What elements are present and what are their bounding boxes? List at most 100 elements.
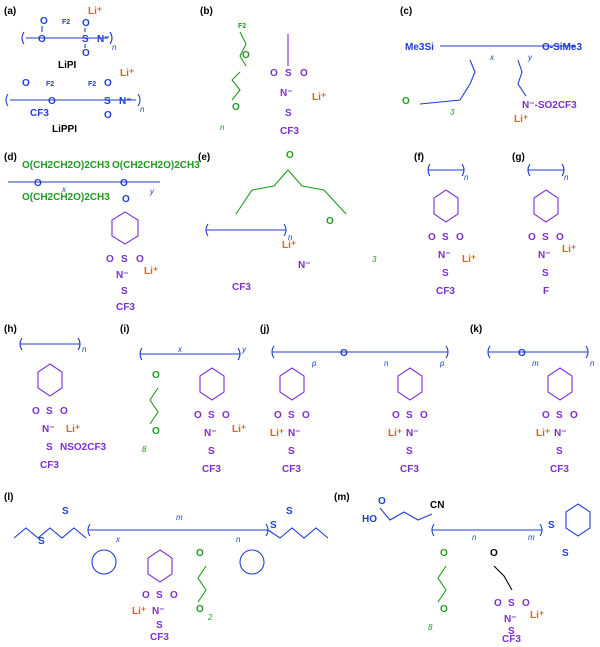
styrene-backbone (427, 163, 465, 177)
f2-label-2: F2 (88, 81, 96, 88)
triflimide-group: N⁻-SO2CF3 (522, 100, 577, 111)
repeat-m: m (532, 359, 539, 368)
imide-nitrogen-right: N⁻ (406, 428, 419, 439)
urea-oxygen: O (286, 150, 294, 161)
imide-nitrogen: N⁻ (280, 88, 293, 99)
repeat-n: n (112, 43, 117, 52)
repeat-x: x (177, 345, 183, 354)
panel-d: (d) O(CH2CH2O)2CH3 O(CH2CH2O)2CH3 O O x … (4, 152, 200, 313)
sulfur-atom: S (46, 406, 53, 417)
cf3-group: CF3 (550, 464, 569, 475)
sulfur-atom: S (156, 590, 163, 601)
repeat-n: n (464, 173, 469, 182)
repeat-n: n (564, 173, 569, 182)
panel-f: (f) n O S O N⁻ Li⁺ S CF3 (414, 152, 476, 297)
repeat-8: 8 (428, 623, 433, 632)
repeat-n: n (590, 359, 595, 368)
cf3-group: CF3 (502, 634, 521, 642)
imide-nitrogen: N⁻ (204, 428, 217, 439)
sulfur-atom: S (121, 254, 128, 265)
raft-end-right (267, 527, 329, 539)
phosphorus-2: O (120, 178, 128, 189)
phenyl-ring-right (239, 549, 265, 575)
lithium-ion: Li⁺ (530, 610, 544, 621)
panel-label-b: (b) (200, 6, 213, 17)
panel-label-a: (a) (4, 6, 16, 17)
peo-oxygen: O (196, 604, 204, 615)
peo-side-chain (437, 565, 447, 603)
panel-k: (k) O m n O S O Li⁺ N⁻ S CF3 (470, 324, 595, 475)
sulfonyl-oxygen-right: O (170, 590, 178, 601)
imide-nitrogen: N⁻ (554, 428, 567, 439)
copolymer-backbone (431, 523, 543, 537)
sulfonyl-oxygen-left: O (542, 410, 550, 421)
copolymer-backbone (139, 347, 241, 361)
sulfonyl-oxygen-right: O (136, 254, 144, 265)
ester-oxygen: O (440, 548, 448, 559)
ester-oxygen: O (152, 370, 160, 381)
panel-label-h: (h) (4, 324, 17, 335)
triflimide-group: NSO2CF3 (60, 442, 107, 453)
repeat-x: x (61, 185, 67, 194)
imide-nitrogen: N⁻ (116, 270, 129, 281)
repeat-y: y (527, 53, 533, 62)
cyano-group: CN (430, 500, 444, 511)
sulfur-atom-2: S (542, 268, 549, 279)
sulfur-atom: S (104, 96, 111, 107)
sulfonyl-oxygen-left: O (106, 254, 114, 265)
sulfonyl-oxygen-right: O (60, 406, 68, 417)
sulfur-atom: S (442, 232, 449, 243)
imide-nitrogen: N⁻ (438, 250, 451, 261)
benzene-ring-right (397, 367, 423, 401)
repeat-n: n (288, 233, 293, 242)
ester-oxygen-2: O (490, 548, 498, 559)
benzene-ring (433, 189, 459, 223)
imide-nitrogen: N⁻ (42, 424, 55, 435)
sulfur-atom-l1: S (288, 410, 295, 421)
spacer-chain (419, 59, 476, 105)
sulfonyl-oxygen-r1: O (392, 410, 400, 421)
sulfonyl-oxygen-right: O (522, 598, 530, 609)
panel-a: (a) Li⁺ O F2 O O S N⁻ O n LiPI Li⁺ O F2 … (4, 6, 145, 135)
lithium-ion: Li⁺ (120, 68, 134, 79)
sulfur-atom: S (542, 232, 549, 243)
sulfonyl-oxygen-right: O (570, 410, 578, 421)
sulfonyl-oxygen-left: O (528, 232, 536, 243)
cf3-group-left: CF3 (282, 464, 301, 475)
raft-end-left (13, 527, 87, 539)
benzene-ring (533, 189, 559, 223)
sulfur-atom-2: S (556, 446, 563, 457)
lithium-ion: Li⁺ (562, 244, 576, 255)
repeat-y: y (149, 187, 155, 196)
peo-oxygen: O (326, 216, 334, 227)
repeat-m: m (528, 533, 535, 542)
triblock-backbone (87, 523, 269, 537)
ethyl-linker (493, 565, 513, 591)
triblock-backbone (271, 345, 449, 359)
sulfur-atom-2: S (208, 446, 215, 457)
acrylate-backbone (205, 223, 287, 237)
peo-side-chain (197, 565, 207, 603)
sulfur-atom-r2: S (406, 446, 413, 457)
repeat-3: 3 (372, 255, 377, 264)
sulfur-atom: S (285, 68, 292, 79)
benzene-ring-left (279, 367, 305, 401)
trimethylsilyl-end-2: O-SiMe3 (542, 42, 582, 53)
sulfur-atom-2: S (508, 626, 515, 637)
sulfonyl-oxygen-right: O (456, 232, 464, 243)
sulfonyl-oxygen: O (82, 18, 90, 29)
repeat-x-left: x (115, 535, 121, 544)
lithium-ion: Li⁺ (514, 114, 528, 125)
thioether-sulfur-right: S (270, 520, 277, 531)
panel-label-d: (d) (4, 152, 17, 163)
lithium-ion: Li⁺ (232, 424, 246, 435)
repeat-n: n (82, 345, 87, 354)
peo-side-chain-3: O(CH2CH2O)2CH3 (22, 192, 110, 203)
sulfonyl-oxygen-left: O (494, 598, 502, 609)
panel-l: (l) S S x m n O S O Li⁺ N⁻ S CF3 O O 2 S… (4, 492, 329, 643)
peo-oxygen: O (518, 348, 526, 359)
phosphorus-1: O (34, 178, 42, 189)
lithium-ion: Li⁺ (66, 424, 80, 435)
